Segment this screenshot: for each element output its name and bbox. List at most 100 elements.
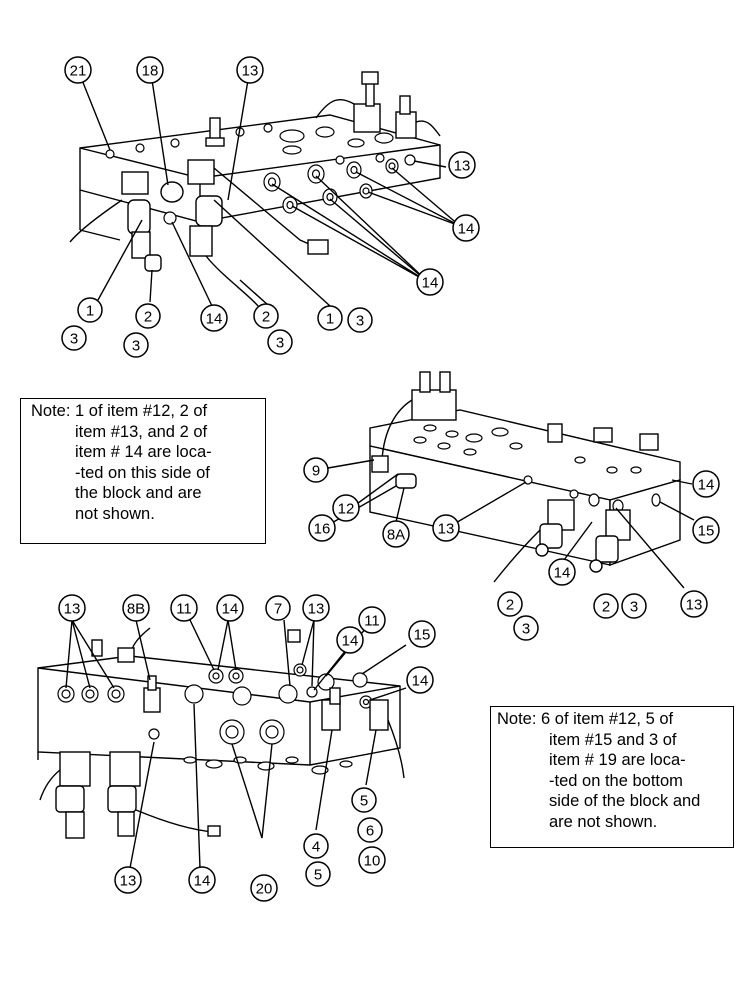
callout-label: 15 — [698, 523, 715, 540]
callout-3: 3 — [347, 307, 373, 333]
callout-11: 11 — [170, 594, 198, 622]
callout-2: 2 — [135, 303, 161, 329]
callout-label: 5 — [360, 793, 368, 810]
callout-14: 14 — [692, 470, 720, 498]
callout-14: 14 — [336, 626, 364, 654]
callout-15: 15 — [408, 620, 436, 648]
callout-label: 14 — [412, 673, 429, 690]
callout-label: 7 — [274, 601, 282, 618]
callout-label: 10 — [364, 853, 381, 870]
callout-label: 8B — [127, 601, 145, 618]
top-leader-lines — [81, 79, 461, 307]
callout-label: 2 — [506, 597, 514, 614]
callout-2: 2 — [593, 593, 619, 619]
callout-11: 11 — [358, 606, 386, 634]
top-valve-block — [69, 71, 441, 307]
callout-3: 3 — [621, 593, 647, 619]
callout-14: 14 — [452, 214, 480, 242]
callout-label: 4 — [312, 839, 320, 856]
callout-label: 14 — [698, 477, 715, 494]
callout-label: 14 — [458, 221, 475, 238]
callout-13: 13 — [58, 594, 86, 622]
note-line: -ted on the bottom — [549, 771, 683, 790]
callout-13: 13 — [114, 866, 142, 894]
callout-14: 14 — [406, 666, 434, 694]
callout-10: 10 — [358, 846, 386, 874]
note-line: item #13, and 2 of — [75, 422, 208, 441]
callout-label: 14 — [342, 633, 359, 650]
callout-label: 6 — [366, 823, 374, 840]
bottom-leader-lines — [65, 619, 407, 869]
callout-2: 2 — [253, 303, 279, 329]
callout-6: 6 — [357, 817, 383, 843]
callout-16: 16 — [308, 514, 336, 542]
callout-2: 2 — [497, 591, 523, 617]
callout-8A: 8A — [382, 520, 410, 548]
callout-label: 1 — [86, 303, 94, 320]
callout-label: 18 — [142, 63, 159, 80]
callout-5: 5 — [351, 787, 377, 813]
note-line: item #15 and 3 of — [549, 730, 677, 749]
callout-4: 4 — [303, 833, 329, 859]
callout-5: 5 — [305, 861, 331, 887]
callout-label: 3 — [70, 331, 78, 348]
callout-label: 13 — [64, 601, 81, 618]
note-side-block: Note: 1 of item #12, 2 of item #13, and … — [20, 398, 266, 544]
bottom-valve-block — [37, 627, 405, 839]
middle-valve-block — [369, 371, 681, 583]
callout-label: 14 — [422, 275, 439, 292]
callout-13: 13 — [448, 151, 476, 179]
callout-label: 13 — [686, 597, 703, 614]
callout-21: 21 — [64, 56, 92, 84]
callout-14: 14 — [416, 268, 444, 296]
callout-label: 15 — [414, 627, 431, 644]
callout-13: 13 — [680, 590, 708, 618]
callout-14: 14 — [548, 558, 576, 586]
callout-label: 3 — [356, 313, 364, 330]
callout-8B: 8B — [122, 594, 150, 622]
callout-3: 3 — [61, 325, 87, 351]
callout-label: 2 — [602, 599, 610, 616]
callout-label: 1 — [326, 311, 334, 328]
callout-label: 13 — [120, 873, 137, 890]
note-line: Note: 1 of item #12, 2 of — [31, 402, 208, 420]
callout-label: 20 — [256, 881, 273, 898]
callout-label: 2 — [262, 309, 270, 326]
callout-label: 21 — [70, 63, 87, 80]
callout-9: 9 — [303, 457, 329, 483]
callout-label: 14 — [222, 601, 239, 618]
callout-label: 9 — [312, 463, 320, 480]
note-line: are not shown. — [549, 812, 658, 831]
callout-label: 2 — [144, 309, 152, 326]
callout-label: 16 — [314, 521, 331, 538]
callout-13: 13 — [236, 56, 264, 84]
callout-14: 14 — [216, 594, 244, 622]
callout-14: 14 — [200, 304, 228, 332]
callout-label: 11 — [364, 613, 380, 630]
note-line: Note: 6 of item #12, 5 of — [497, 710, 674, 728]
note-bottom-side: Note: 6 of item #12, 5 of item #15 and 3… — [490, 706, 734, 848]
callout-label: 3 — [522, 621, 530, 638]
callout-label: 3 — [630, 599, 638, 616]
callout-1: 1 — [77, 297, 103, 323]
callout-12: 12 — [332, 494, 360, 522]
callout-3: 3 — [123, 332, 149, 358]
callout-18: 18 — [136, 56, 164, 84]
callout-13: 13 — [302, 594, 330, 622]
callout-label: 3 — [276, 335, 284, 352]
callout-3: 3 — [513, 615, 539, 641]
note-line: item # 14 are loca- — [75, 443, 212, 461]
callout-15: 15 — [692, 516, 720, 544]
callout-13: 13 — [432, 514, 460, 542]
callout-label: 13 — [242, 63, 259, 80]
callout-label: 3 — [132, 338, 140, 355]
callout-label: 14 — [554, 565, 571, 582]
callout-label: 13 — [454, 158, 471, 175]
callout-label: 11 — [176, 601, 192, 618]
callout-3: 3 — [267, 329, 293, 355]
callout-7: 7 — [265, 595, 291, 621]
callout-label: 8A — [387, 527, 405, 544]
callout-label: 14 — [194, 873, 211, 890]
middle-leader-lines — [327, 459, 695, 589]
